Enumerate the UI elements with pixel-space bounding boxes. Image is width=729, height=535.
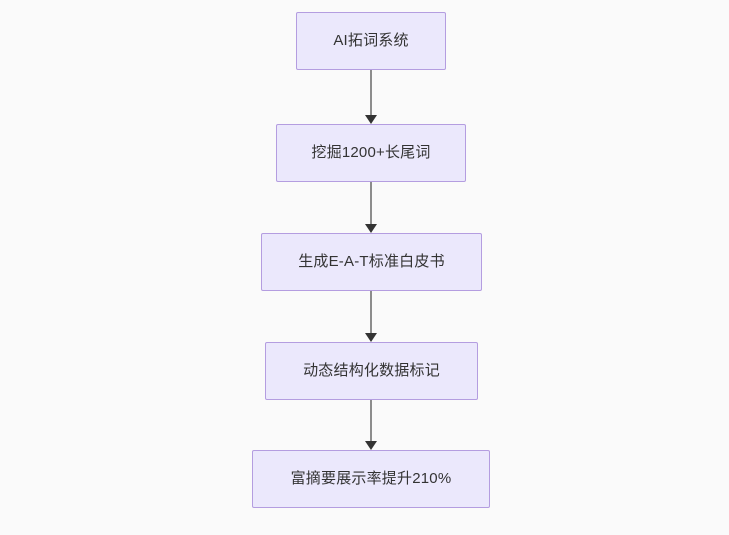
flowchart-node-2[interactable]: 挖掘1200+长尾词 xyxy=(276,124,466,182)
edge-line xyxy=(370,70,372,115)
flowchart-node-2-label: 挖掘1200+长尾词 xyxy=(311,144,431,161)
edge-line xyxy=(370,182,372,224)
flowchart-node-4-label: 动态结构化数据标记 xyxy=(303,362,440,379)
edge-arrowhead xyxy=(365,333,377,342)
edge-arrowhead xyxy=(365,441,377,450)
flowchart-node-5-label: 富摘要展示率提升210% xyxy=(290,470,452,487)
flowchart-node-4[interactable]: 动态结构化数据标记 xyxy=(265,342,478,400)
flowchart-node-3-label: 生成E-A-T标准白皮书 xyxy=(298,253,445,270)
edge-line xyxy=(370,400,372,441)
edge-arrowhead xyxy=(365,224,377,233)
flowchart-node-3[interactable]: 生成E-A-T标准白皮书 xyxy=(261,233,482,291)
flowchart-node-1-label: AI拓词系统 xyxy=(333,32,409,49)
flowchart-node-1[interactable]: AI拓词系统 xyxy=(296,12,446,70)
flowchart-node-5[interactable]: 富摘要展示率提升210% xyxy=(252,450,490,508)
edge-arrowhead xyxy=(365,115,377,124)
edge-line xyxy=(370,291,372,333)
